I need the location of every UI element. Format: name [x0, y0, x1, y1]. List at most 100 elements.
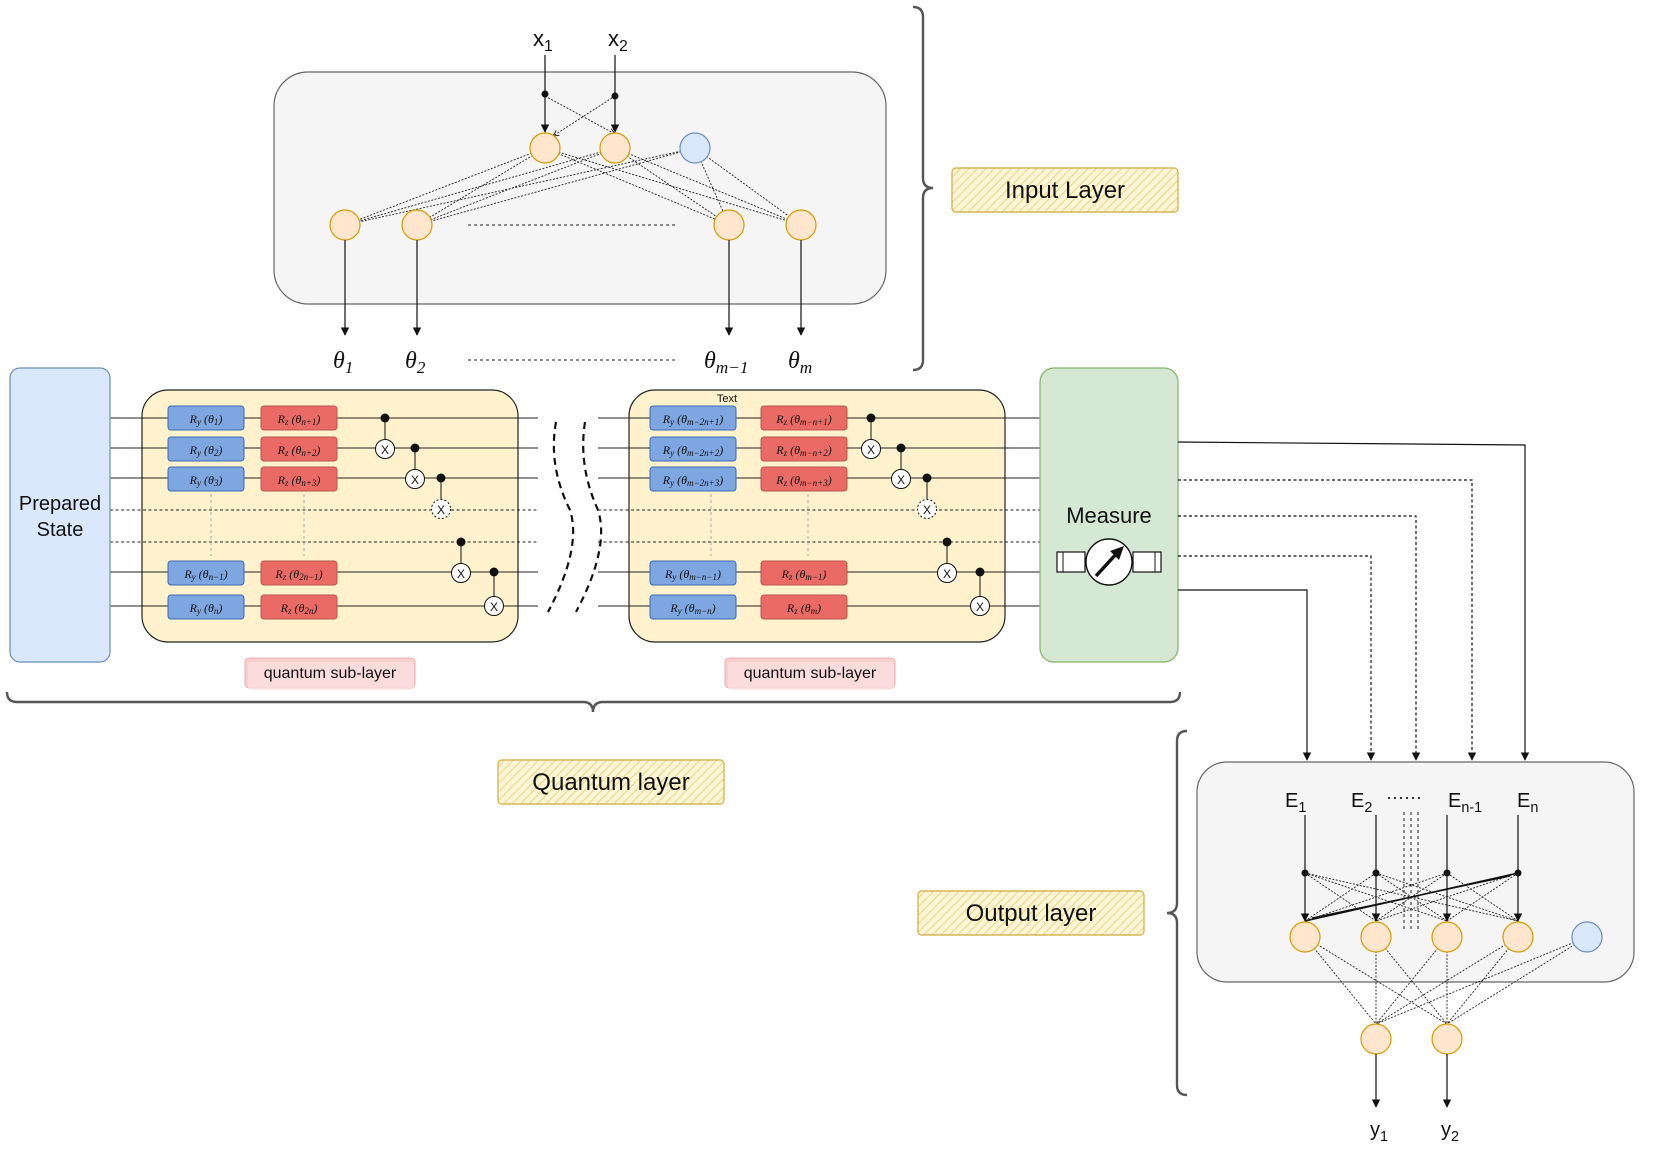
svg-text:Measure: Measure	[1066, 503, 1152, 528]
ry-gate: Ry (θn)	[167, 594, 245, 620]
output-input-en-label: En	[1517, 790, 1538, 816]
cnot-gate: X	[891, 443, 911, 489]
rz-gate: Rz (θ2n)	[260, 594, 338, 620]
rz-gate: Rz (θm−1)	[760, 560, 848, 586]
svg-text:Ry (θm−n): Ry (θm−n)	[669, 601, 715, 616]
cnot-gate: X	[917, 473, 937, 519]
stray-text-label: Text	[717, 393, 737, 405]
output-hidden-neuron	[1502, 921, 1534, 953]
input-layer-tag: Input Layer	[951, 167, 1179, 213]
rz-gate: Rz (θn+2)	[260, 436, 338, 462]
quantum-layer-tag: Quantum layer	[497, 759, 725, 805]
svg-text:Rz (θ2n−1): Rz (θ2n−1)	[274, 567, 322, 582]
input-x1-label: x1	[533, 26, 553, 55]
output-input-e1-label: E1	[1285, 790, 1306, 816]
cnot-gate: X	[375, 413, 395, 459]
output-layer: E1 E2 ······ En-1 En	[917, 729, 1635, 1145]
circuit-break-mark	[547, 421, 575, 613]
output-y2-label: y2	[1441, 1119, 1459, 1145]
output-layer-brace	[1166, 729, 1188, 1097]
svg-text:X: X	[976, 600, 984, 614]
input-bias-neuron	[679, 132, 711, 164]
svg-text:Input Layer: Input Layer	[1005, 177, 1125, 204]
rz-gate: Rz (θm−n+2)	[760, 436, 848, 462]
theta-2-label: θ2	[405, 348, 426, 377]
output-layer-tag: Output layer	[917, 890, 1145, 936]
svg-text:Rz (θm−n+2): Rz (θm−n+2)	[775, 443, 831, 458]
input-x2-label: x2	[608, 26, 628, 55]
svg-text:Ry (θ2): Ry (θ2)	[189, 443, 223, 458]
input-neuron	[529, 132, 561, 164]
svg-text:X: X	[490, 600, 498, 614]
rz-gate: Rz (θm−n+1)	[760, 405, 848, 431]
input-layer-panel	[273, 71, 887, 305]
cnot-gate: X	[451, 537, 471, 583]
svg-text:Ry (θ1): Ry (θ1)	[189, 412, 223, 427]
ry-gate: Ry (θm−2n+3)	[649, 466, 737, 492]
svg-text:Rz (θm−n+3): Rz (θm−n+3)	[775, 473, 831, 488]
cnot-gate: X	[970, 567, 990, 616]
theta-1-label: θ1	[333, 348, 353, 377]
svg-text:X: X	[943, 567, 951, 581]
cnot-gate: X	[431, 473, 451, 519]
prepared-state-box: Prepared State	[9, 367, 111, 663]
svg-text:Ry (θ3): Ry (θ3)	[189, 473, 223, 488]
svg-text:Prepared: Prepared	[19, 493, 101, 515]
cnot-gate: X	[861, 413, 881, 459]
ry-gate: Ry (θ2)	[167, 436, 245, 462]
ry-gate: Ry (θm−n−1)	[649, 560, 737, 586]
svg-text:State: State	[37, 519, 84, 541]
ry-gate: Ry (θn−1)	[167, 560, 245, 586]
ry-gate: Ry (θ1)	[167, 405, 245, 431]
svg-text:Ry (θm−n−1): Ry (θm−n−1)	[664, 567, 721, 582]
svg-text:Ry (θm−2n+2): Ry (θm−2n+2)	[662, 443, 723, 458]
rz-gate: Rz (θm−n+3)	[760, 466, 848, 492]
svg-text:Ry (θm−2n+1): Ry (θm−2n+1)	[662, 412, 723, 427]
svg-text:Output layer: Output layer	[966, 900, 1097, 927]
quantum-sublayer-tag: quantum sub-layer	[724, 657, 896, 690]
output-input-en-1-label: En-1	[1448, 790, 1482, 816]
quantum-sublayer-tag: quantum sub-layer	[244, 657, 416, 690]
svg-text:Rz (θn+3): Rz (θn+3)	[277, 473, 321, 488]
svg-text:X: X	[923, 503, 931, 517]
input-layer-connections	[344, 95, 802, 226]
measurement-meter-icon	[1056, 538, 1162, 586]
svg-text:X: X	[897, 473, 905, 487]
svg-text:Rz (θm−n+1): Rz (θm−n+1)	[775, 412, 831, 427]
svg-text:Rz (θn+2): Rz (θn+2)	[277, 443, 321, 458]
svg-text:X: X	[411, 473, 419, 487]
output-hidden-neuron	[1431, 921, 1463, 953]
rz-gate: Rz (θn+1)	[260, 405, 338, 431]
quantum-layer-brace	[5, 691, 1182, 713]
cnot-gate: X	[937, 537, 957, 583]
ellipsis-qubit-wires	[110, 509, 1040, 543]
theta-m-1-label: θm−1	[704, 348, 749, 377]
hidden-neuron	[713, 209, 745, 241]
svg-text:Quantum layer: Quantum layer	[532, 769, 689, 796]
svg-text:X: X	[381, 443, 389, 457]
svg-text:Rz (θm−1): Rz (θm−1)	[781, 567, 827, 582]
hidden-neuron	[329, 209, 361, 241]
input-layer: x1 x2 θ1 θ2 θm−1 θm Input Layer	[273, 5, 1179, 377]
svg-text:Rz (θ2n): Rz (θ2n)	[280, 601, 318, 616]
rz-gate: Rz (θm)	[760, 594, 848, 620]
cnot-gate: X	[484, 567, 504, 616]
theta-m-label: θm	[788, 348, 812, 377]
input-neuron	[599, 132, 631, 164]
svg-text:Rz (θm): Rz (θm)	[786, 601, 821, 616]
input-layer-brace	[912, 5, 934, 372]
output-y1-label: y1	[1370, 1119, 1388, 1145]
output-input-e2-label: E2	[1351, 790, 1372, 816]
circuit-break-mark	[575, 421, 603, 613]
ry-gate: Ry (θ3)	[167, 466, 245, 492]
cnot-gate: X	[405, 443, 425, 489]
ry-gate: Ry (θm−2n+1)	[649, 405, 737, 431]
measure-box: Measure	[1039, 367, 1179, 663]
svg-text:Ry (θn): Ry (θn)	[189, 601, 223, 616]
hidden-neuron	[785, 209, 817, 241]
output-hidden-neuron	[1289, 921, 1321, 953]
svg-text:X: X	[457, 567, 465, 581]
output-input-dots: ······	[1386, 787, 1422, 807]
svg-text:Ry (θm−2n+3): Ry (θm−2n+3)	[662, 473, 723, 488]
